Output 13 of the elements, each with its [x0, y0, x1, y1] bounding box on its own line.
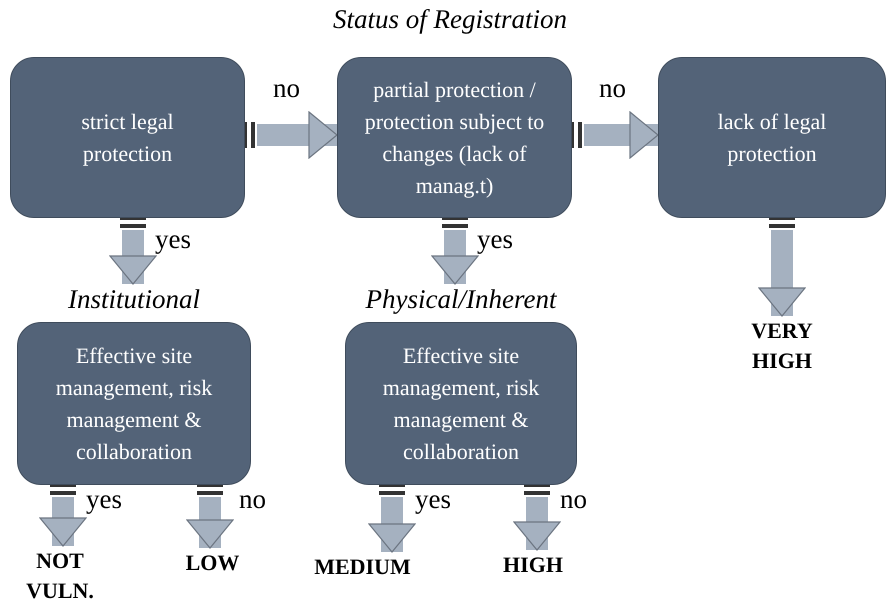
box-text: Effective site management, risk management & collaboration [382, 342, 540, 466]
box-text: strict legal protection [80, 108, 175, 168]
section-heading: Physical/Inherent [364, 284, 558, 315]
box-text: partial protection / protection subject to changes (lack of manag.t) [364, 76, 546, 200]
box-text: Effective site management, risk management & collaboration [54, 342, 214, 466]
rating-label: VERY HIGH [727, 316, 837, 376]
section-heading: Institutional [66, 284, 201, 315]
rating-label: MEDIUM [295, 552, 430, 582]
box-text: lack of legal protection [716, 108, 828, 168]
diagram-title: Status of Registration [332, 4, 568, 35]
rating-label: HIGH [488, 550, 578, 580]
rating-label: NOT VULN. [15, 546, 105, 606]
rating-label: LOW [170, 548, 255, 578]
